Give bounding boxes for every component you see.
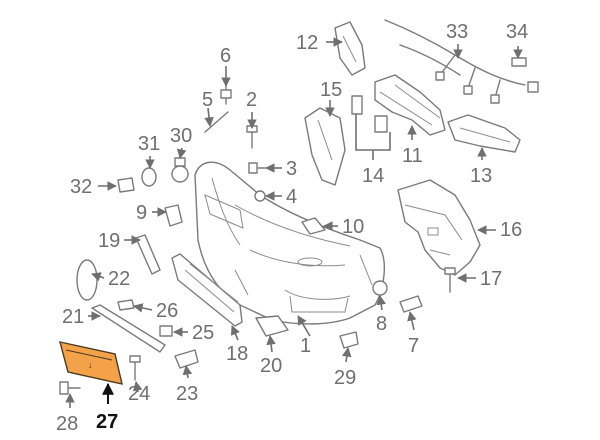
part-mount-bracket[interactable] [304, 107, 346, 186]
callout-21[interactable]: 21 [62, 306, 84, 328]
callout-8[interactable]: 8 [376, 313, 387, 335]
callout-26[interactable]: 26 [156, 300, 178, 322]
part-tow-cover[interactable] [174, 349, 199, 369]
callout-24[interactable]: 24 [128, 383, 150, 405]
callout-18[interactable]: 18 [226, 343, 248, 365]
part-license-bracket-highlighted[interactable]: ↓ [59, 341, 123, 385]
callout-9[interactable]: 9 [136, 202, 147, 224]
callout-12[interactable]: 12 [296, 32, 318, 54]
part-corner-bracket[interactable] [334, 21, 366, 76]
part-strip-5[interactable] [204, 111, 229, 133]
part-nozzle-29[interactable] [339, 331, 359, 349]
part-bracket-right[interactable] [397, 179, 481, 276]
part-bolt-17[interactable] [444, 267, 456, 293]
part-clip-32[interactable] [117, 177, 135, 193]
part-side-bracket[interactable] [447, 114, 521, 153]
callout-20[interactable]: 20 [260, 355, 282, 377]
part-sensor-30[interactable] [171, 157, 189, 183]
part-lower-grille[interactable] [171, 253, 243, 327]
leader-lines [65, 37, 523, 408]
part-wiring-harness[interactable] [384, 19, 539, 104]
callout-16[interactable]: 16 [500, 219, 522, 241]
callout-11[interactable]: 11 [402, 145, 423, 167]
callout-27-highlighted[interactable]: 27 [96, 411, 118, 433]
part-bolt-8[interactable] [372, 280, 388, 296]
part-upper-absorber[interactable] [374, 74, 446, 136]
callout-25[interactable]: 25 [192, 322, 214, 344]
part-clips[interactable] [351, 95, 388, 133]
part-clip-25[interactable] [159, 325, 173, 337]
callout-31[interactable]: 31 [138, 133, 160, 155]
callout-13[interactable]: 13 [470, 165, 492, 187]
callout-15[interactable]: 15 [320, 79, 342, 101]
callout-14[interactable]: 14 [362, 165, 384, 187]
callout-29[interactable]: 29 [334, 367, 356, 389]
part-nut-4[interactable] [254, 190, 266, 202]
callout-28[interactable]: 28 [56, 413, 78, 435]
part-fog-ring[interactable] [76, 259, 98, 301]
part-ring-31[interactable] [141, 167, 157, 187]
callout-23[interactable]: 23 [176, 383, 198, 405]
part-screw-3[interactable] [248, 162, 266, 174]
callout-labels: 1 2 3 4 5 6 7 8 9 10 11 12 13 14 15 16 1… [56, 21, 528, 435]
callout-6[interactable]: 6 [220, 45, 231, 67]
callout-4[interactable]: 4 [286, 186, 297, 208]
part-clip-26[interactable] [117, 299, 135, 311]
callout-3[interactable]: 3 [286, 158, 297, 180]
callout-30[interactable]: 30 [170, 125, 192, 147]
callout-17[interactable]: 17 [480, 268, 502, 290]
callout-32[interactable]: 32 [70, 176, 92, 198]
part-bolt-2[interactable] [246, 125, 258, 149]
callout-22[interactable]: 22 [108, 268, 130, 290]
part-clip-9[interactable] [164, 204, 183, 227]
part-bolt-28[interactable] [59, 381, 81, 395]
callout-5[interactable]: 5 [202, 89, 213, 111]
part-side-trim[interactable] [135, 234, 161, 275]
callout-19[interactable]: 19 [98, 230, 120, 252]
part-reflector-7[interactable] [399, 295, 423, 313]
part-lower-strip[interactable] [91, 304, 166, 353]
callout-33[interactable]: 33 [446, 21, 468, 43]
callout-1[interactable]: 1 [300, 335, 311, 357]
part-sensor-plug[interactable] [511, 57, 527, 67]
part-fog-lamp[interactable] [255, 315, 289, 337]
callout-10[interactable]: 10 [342, 216, 364, 238]
callout-7[interactable]: 7 [408, 335, 419, 357]
callout-2[interactable]: 2 [246, 89, 257, 111]
svg-text:↓: ↓ [88, 360, 93, 370]
part-screw-24[interactable] [129, 355, 141, 381]
callout-34[interactable]: 34 [506, 21, 528, 43]
